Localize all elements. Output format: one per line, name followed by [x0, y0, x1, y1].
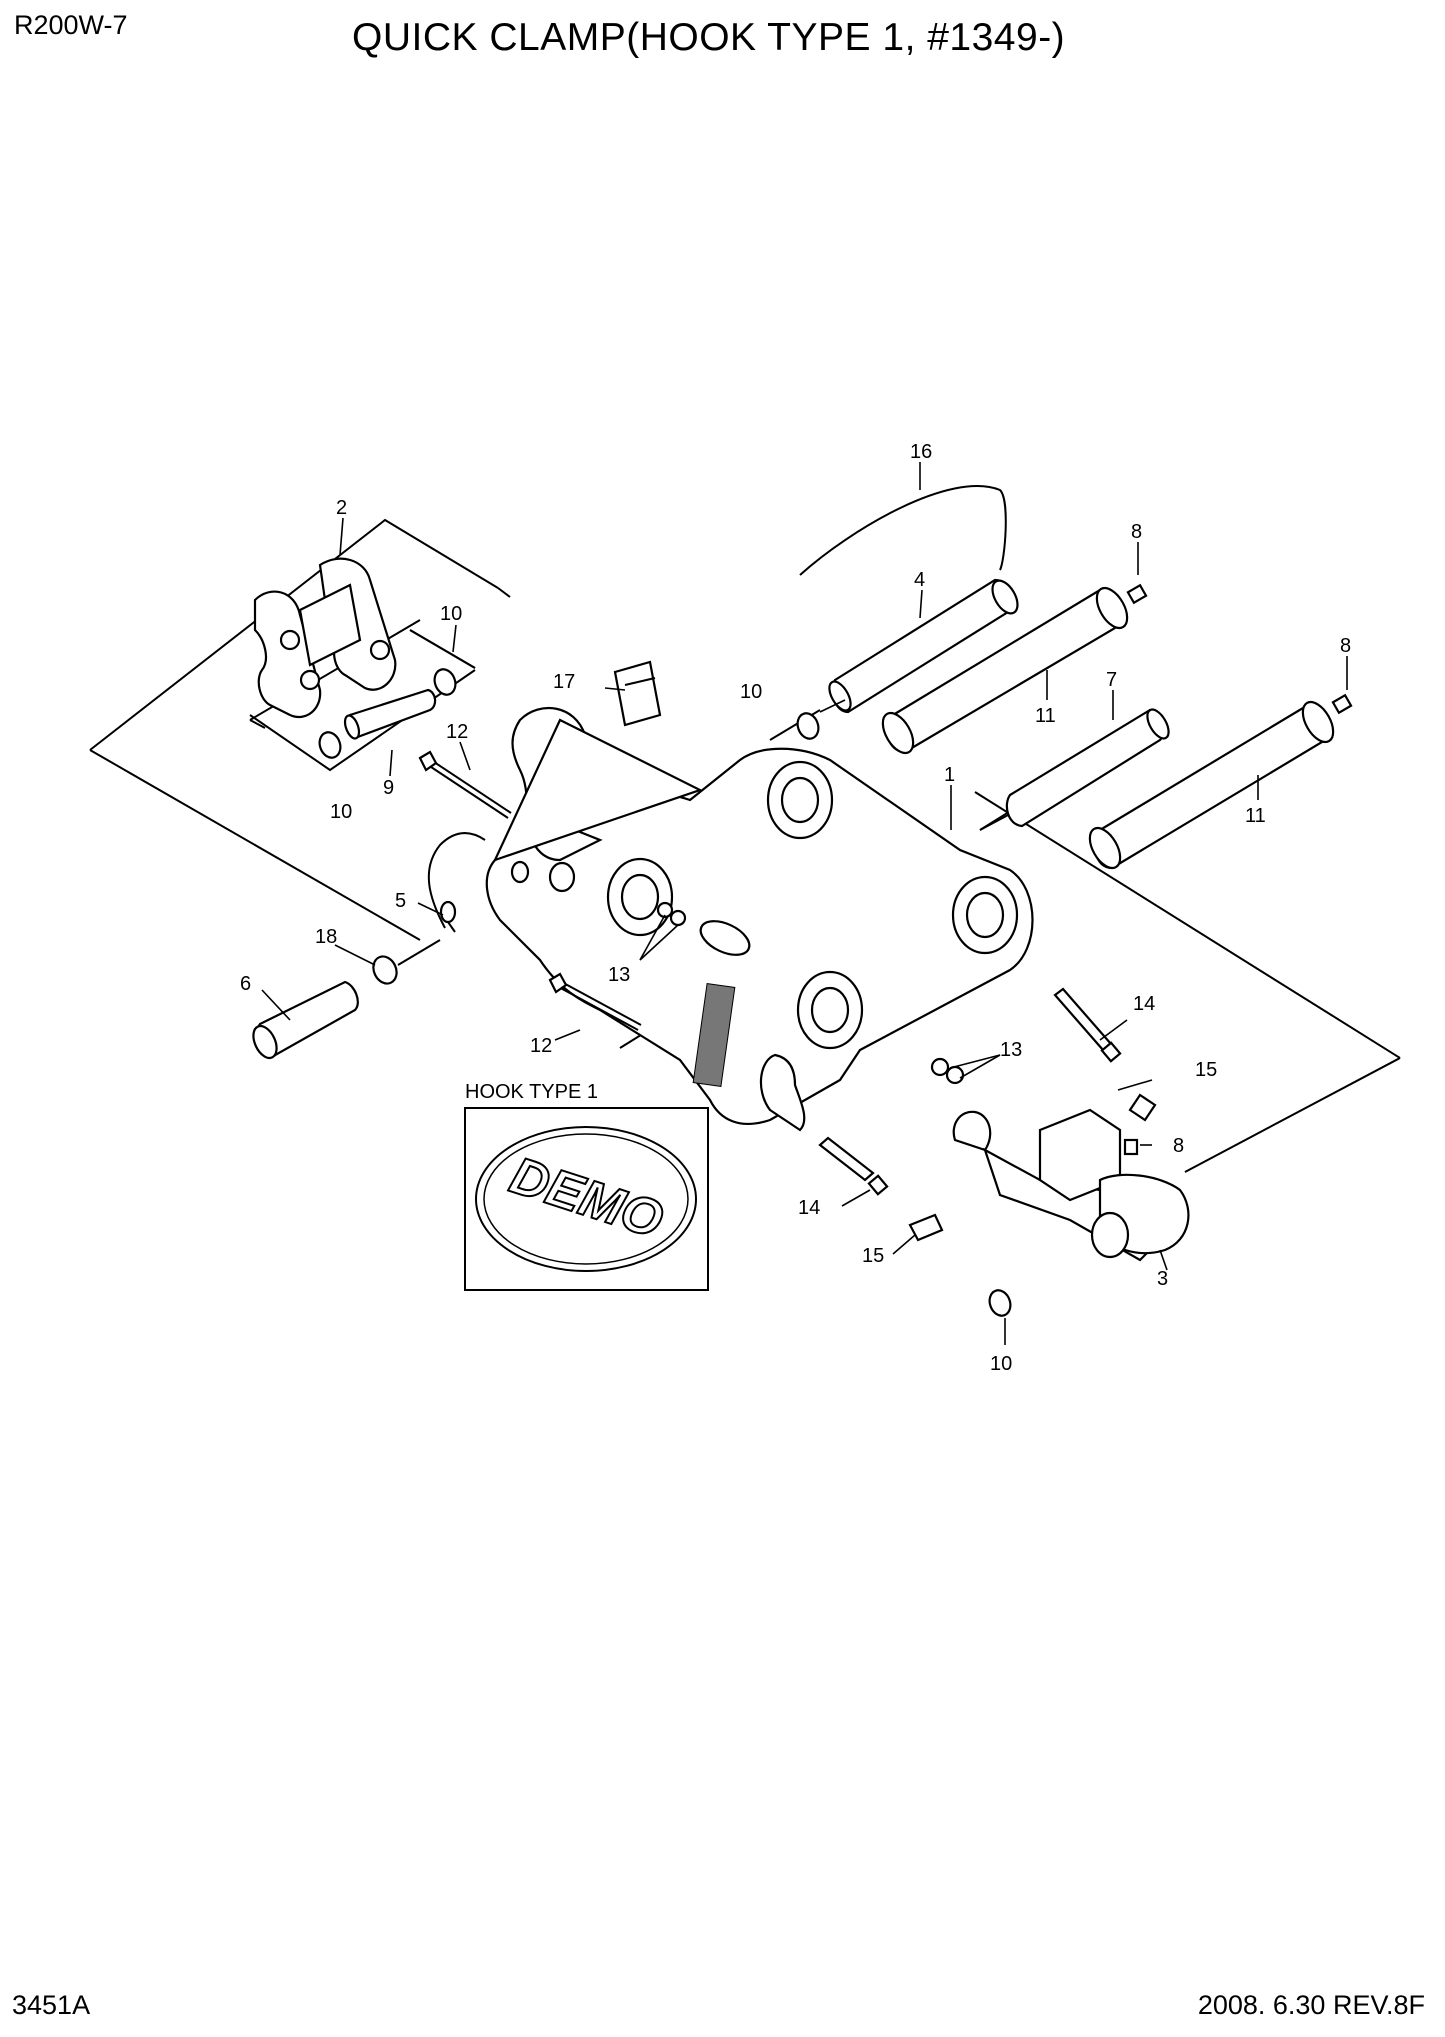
callout-10-bracket-top: 10 [440, 603, 462, 625]
callout-18: 18 [315, 926, 337, 948]
callout-8-cylinder: 8 [1173, 1135, 1184, 1157]
part-pin-7 [1005, 708, 1170, 828]
callout-10-bracket-bottom: 10 [330, 801, 352, 823]
callout-10-cylinder: 10 [990, 1353, 1012, 1375]
callout-15-right: 15 [1195, 1059, 1217, 1081]
callout-4: 4 [914, 569, 925, 591]
part-fittings [656, 901, 1157, 1242]
figure-code: 3451A [12, 1990, 91, 2020]
detail-label: HOOK TYPE 1 [465, 1081, 598, 1103]
part-pin-9 [343, 688, 437, 740]
part-lock-pin-5 [427, 832, 486, 933]
hook-type-detail: HOOK TYPE 1 DEMO [464, 1081, 709, 1291]
callout-8-right: 8 [1340, 635, 1351, 657]
callout-3: 3 [1157, 1268, 1168, 1290]
callout-11-upper: 11 [1035, 705, 1056, 727]
part-bolts-12 [418, 750, 642, 1031]
callout-12-lower: 12 [530, 1035, 552, 1057]
callout-12-upper: 12 [446, 721, 468, 743]
callout-14-left: 14 [798, 1197, 820, 1219]
snap-rings [318, 668, 1012, 1317]
callout-1: 1 [944, 764, 955, 786]
part-main-frame [485, 706, 1034, 1132]
part-bracket [249, 557, 476, 772]
callout-16: 16 [910, 441, 932, 463]
callout-15-left: 15 [862, 1245, 884, 1267]
part-pin-6 [252, 939, 441, 1060]
callout-8-top: 8 [1131, 521, 1142, 543]
callout-9: 9 [383, 777, 394, 799]
callout-6: 6 [240, 973, 251, 995]
part-pin-4 [799, 485, 1019, 714]
leader-lines [261, 462, 1348, 1345]
revision-date: 2008. 6.30 REV.8F [1197, 1990, 1425, 2020]
model-number: R200W-7 [14, 10, 128, 40]
callout-13-upper: 13 [608, 964, 630, 986]
part-cylinder-3 [952, 1108, 1190, 1262]
part-pins-11 [881, 586, 1335, 870]
part-clip-17 [613, 660, 662, 727]
callout-14-right: 14 [1133, 993, 1155, 1015]
callout-17: 17 [553, 671, 575, 693]
callout-11-lower: 11 [1245, 805, 1266, 827]
page-title: QUICK CLAMP(HOOK TYPE 1, #1349-) [352, 16, 1066, 59]
callout-7: 7 [1106, 669, 1117, 691]
callout-5: 5 [395, 890, 406, 912]
callout-13-lower: 13 [1000, 1039, 1022, 1061]
part-grease-nipples-8 [1123, 583, 1353, 1156]
callout-2: 2 [336, 497, 347, 519]
callout-10-frame: 10 [740, 681, 762, 703]
